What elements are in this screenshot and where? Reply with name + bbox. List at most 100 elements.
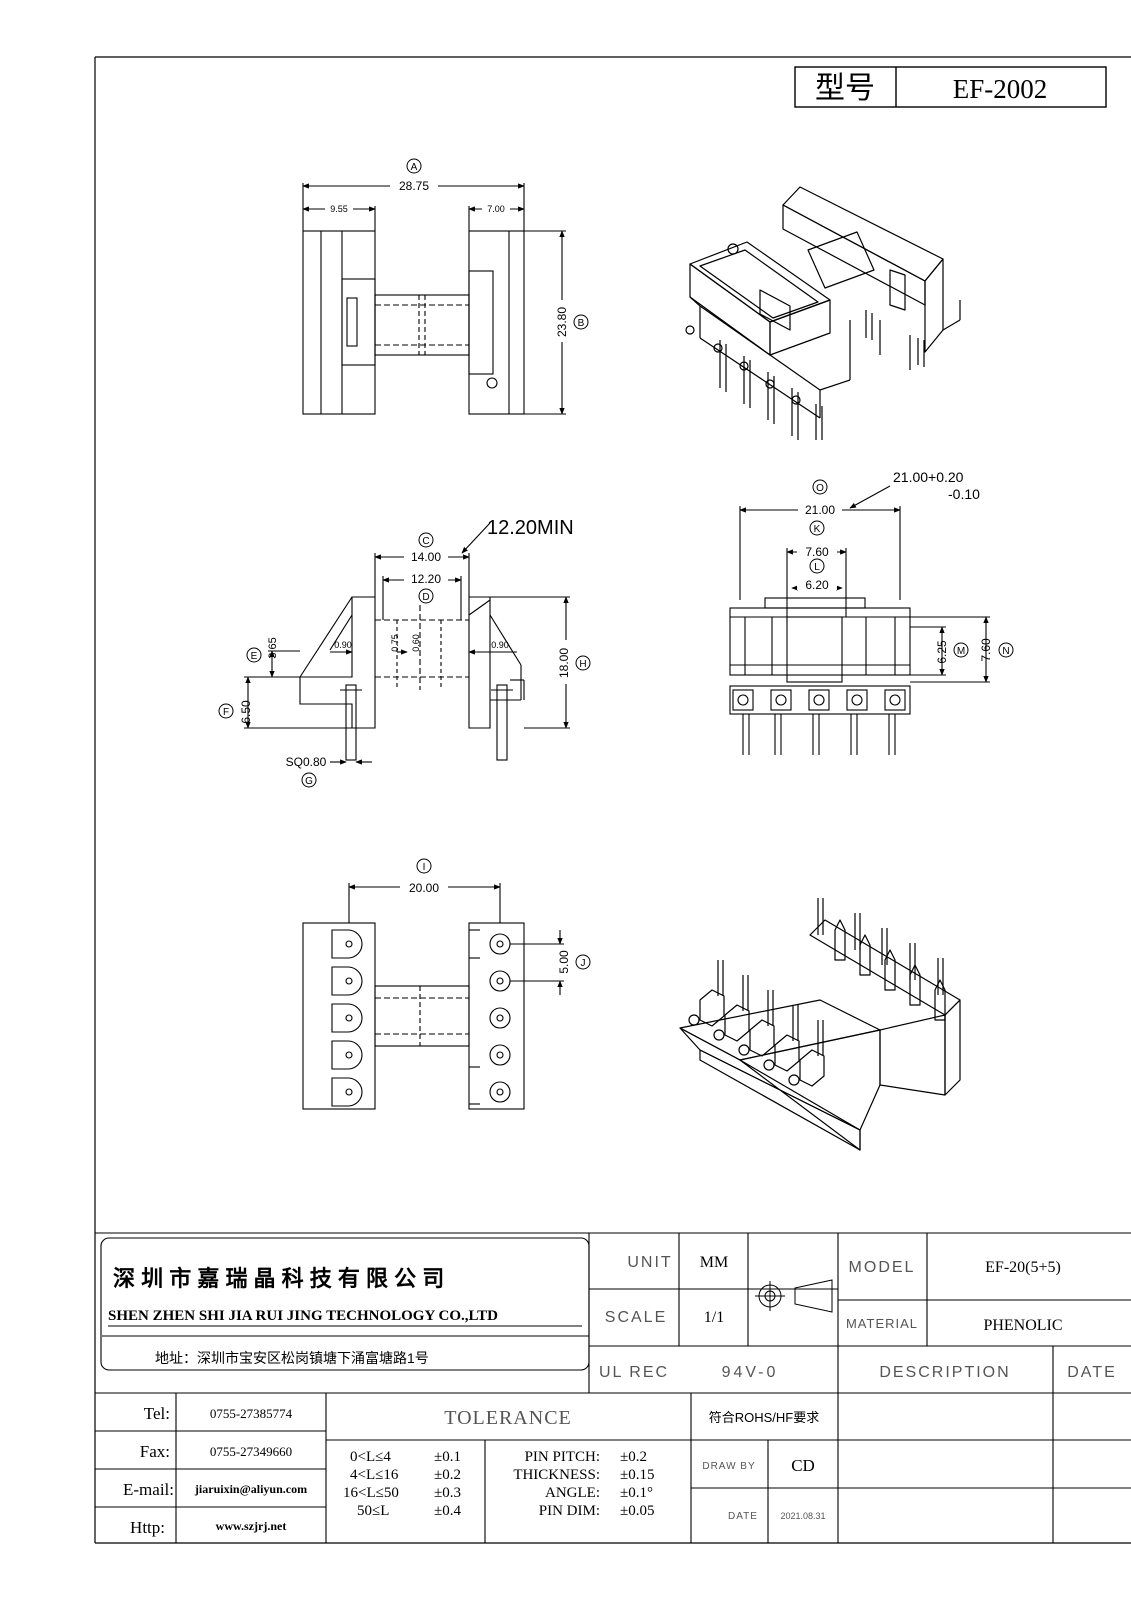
dim-a2: 7.00 xyxy=(487,204,505,214)
tol-extra-value: ±0.2 xyxy=(620,1449,647,1465)
company-address: 地址：深圳市宝安区松岗镇塘下涌富塘路1号 xyxy=(155,1350,429,1366)
tol-extra-label: PIN PITCH: xyxy=(525,1449,600,1465)
label-J: J xyxy=(581,958,586,969)
contact-block: Tel: 0755-27385774 Fax: 0755-27349660 E-… xyxy=(123,1404,307,1537)
dim-N: 7.60 xyxy=(979,638,993,662)
model-header-label: 型号 xyxy=(815,72,875,105)
spec-block: UNIT MM SCALE 1/1 UL REC 94V-0 MODEL EF-… xyxy=(599,1254,1116,1381)
scale-label: SCALE xyxy=(605,1309,667,1326)
label-A: A xyxy=(411,162,418,173)
tel-label: Tel: xyxy=(144,1404,170,1423)
side-view-labels: 12.20MIN C 14.00 12.20 D E 3.65 F 6.50 S… xyxy=(218,517,591,788)
dim-O-upper: 21.00+0.20 xyxy=(893,469,964,485)
label-B: B xyxy=(578,318,585,329)
label-D: D xyxy=(422,592,429,603)
end-view-labels: O 21.00 21.00+0.20 -0.10 K 7.60 L 6.20 6… xyxy=(797,469,1014,664)
compliance-note: 符合ROHS/HF要求 xyxy=(709,1410,820,1425)
date-label: DATE xyxy=(1067,1364,1116,1381)
label-H: H xyxy=(579,659,586,670)
note-min: 12.20MIN xyxy=(487,517,574,539)
http-label: Http: xyxy=(130,1518,165,1537)
dim-090a: 0.90 xyxy=(334,640,352,650)
company-name-cn: 深 圳 市 嘉 瑞 晶 科 技 有 限 公 司 xyxy=(113,1266,444,1291)
tol-value: ±0.3 xyxy=(434,1485,461,1501)
iso-view-bottom xyxy=(679,898,961,1151)
material-value: PHENOLIC xyxy=(983,1317,1062,1334)
description-label: DESCRIPTION xyxy=(879,1364,1010,1381)
fax-label: Fax: xyxy=(140,1442,170,1461)
dim-J: 5.00 xyxy=(557,950,571,974)
material-label: MATERIAL xyxy=(846,1316,918,1331)
model-label: MODEL xyxy=(849,1259,916,1276)
tol-value: ±0.4 xyxy=(434,1503,461,1519)
iso-view-top xyxy=(685,186,961,440)
label-C: C xyxy=(422,536,429,547)
label-F: F xyxy=(223,707,229,718)
dim-090b: 0.90 xyxy=(491,640,509,650)
sheet-frame xyxy=(94,56,1131,1544)
dim-H: 18.00 xyxy=(557,648,571,678)
drawn-by-label: DRAW BY xyxy=(702,1461,755,1472)
dim-O: 21.00 xyxy=(805,503,835,517)
tol-extra-label: ANGLE: xyxy=(545,1485,600,1501)
dim-A: 28.75 xyxy=(399,179,429,193)
tolerance-title: TOLERANCE xyxy=(444,1407,572,1429)
company-block: 深 圳 市 嘉 瑞 晶 科 技 有 限 公 司 SHEN ZHEN SHI JI… xyxy=(108,1266,582,1366)
label-G: G xyxy=(305,776,313,787)
http-value: www.szjrj.net xyxy=(216,1519,287,1533)
dim-E: 3.65 xyxy=(267,637,279,658)
label-K: K xyxy=(814,524,821,535)
tolerance-ranges: 0<L≤4 ±0.1 4<L≤16 ±0.2 16<L≤50 ±0.3 50≤L… xyxy=(343,1449,461,1519)
label-N: N xyxy=(1002,646,1009,657)
model-header: 型号 EF-2002 xyxy=(794,66,1107,108)
tol-value: ±0.1 xyxy=(434,1449,461,1465)
tol-range: 4<L≤16 xyxy=(350,1467,399,1483)
tel-value: 0755-27385774 xyxy=(210,1406,293,1421)
tol-range: 0<L≤4 xyxy=(350,1449,391,1465)
bottom-view-labels: I 20.00 5.00 J xyxy=(400,858,591,974)
dim-C: 14.00 xyxy=(411,550,441,564)
unit-value: MM xyxy=(700,1254,728,1271)
tolerance-extra: PIN PITCH: ±0.2 THICKNESS: ±0.15 ANGLE: … xyxy=(513,1449,654,1519)
dim-L: 6.20 xyxy=(805,578,829,592)
model-header-number: EF-2002 xyxy=(953,74,1048,104)
dim-075: 0.75 xyxy=(390,634,400,652)
dim-B: 23.80 xyxy=(555,307,569,337)
drawn-by-value: CD xyxy=(791,1456,815,1475)
title-block-grid xyxy=(95,1232,1131,1543)
label-E: E xyxy=(251,651,258,662)
front-view-labels: A 28.75 9.55 7.00 23.80 B xyxy=(325,158,589,342)
company-name-en: SHEN ZHEN SHI JIA RUI JING TECHNOLOGY CO… xyxy=(108,1308,498,1324)
dim-F: 6.50 xyxy=(239,700,253,724)
tolerance-block: TOLERANCE 0<L≤4 ±0.1 4<L≤16 ±0.2 16<L≤50… xyxy=(343,1407,654,1519)
ul-value: 94V-0 xyxy=(722,1364,779,1381)
tol-extra-value: ±0.1° xyxy=(620,1485,653,1501)
label-O: O xyxy=(816,483,824,494)
ul-label: UL REC xyxy=(599,1364,669,1381)
tol-range: 16<L≤50 xyxy=(343,1485,399,1501)
label-L: L xyxy=(814,562,820,573)
dim-M: 6.25 xyxy=(935,640,949,664)
unit-label: UNIT xyxy=(627,1254,672,1271)
tol-extra-label: PIN DIM: xyxy=(539,1503,600,1519)
dim-D: 12.20 xyxy=(411,572,441,586)
tol-extra-value: ±0.15 xyxy=(620,1467,654,1483)
projection-symbol-icon xyxy=(755,1279,833,1313)
dim-I: 20.00 xyxy=(409,881,439,895)
email-value: jiaruixin@aliyun.com xyxy=(194,1482,307,1496)
date-row-label: DATE xyxy=(728,1511,758,1522)
dim-a1: 9.55 xyxy=(330,204,348,214)
model-value: EF-20(5+5) xyxy=(985,1259,1061,1276)
dim-O-lower: -0.10 xyxy=(948,486,980,502)
side-view xyxy=(244,522,570,765)
dim-060: 0.60 xyxy=(411,634,421,652)
dim-K: 7.60 xyxy=(805,545,829,559)
dim-G: SQ0.80 xyxy=(286,755,327,769)
tol-extra-value: ±0.05 xyxy=(620,1503,654,1519)
tol-range: 50≤L xyxy=(357,1503,389,1519)
scale-value: 1/1 xyxy=(704,1309,724,1326)
approval-block: 符合ROHS/HF要求 DRAW BY CD DATE 2021.08.31 xyxy=(702,1410,825,1522)
front-view xyxy=(302,183,566,415)
email-label: E-mail: xyxy=(123,1480,174,1499)
